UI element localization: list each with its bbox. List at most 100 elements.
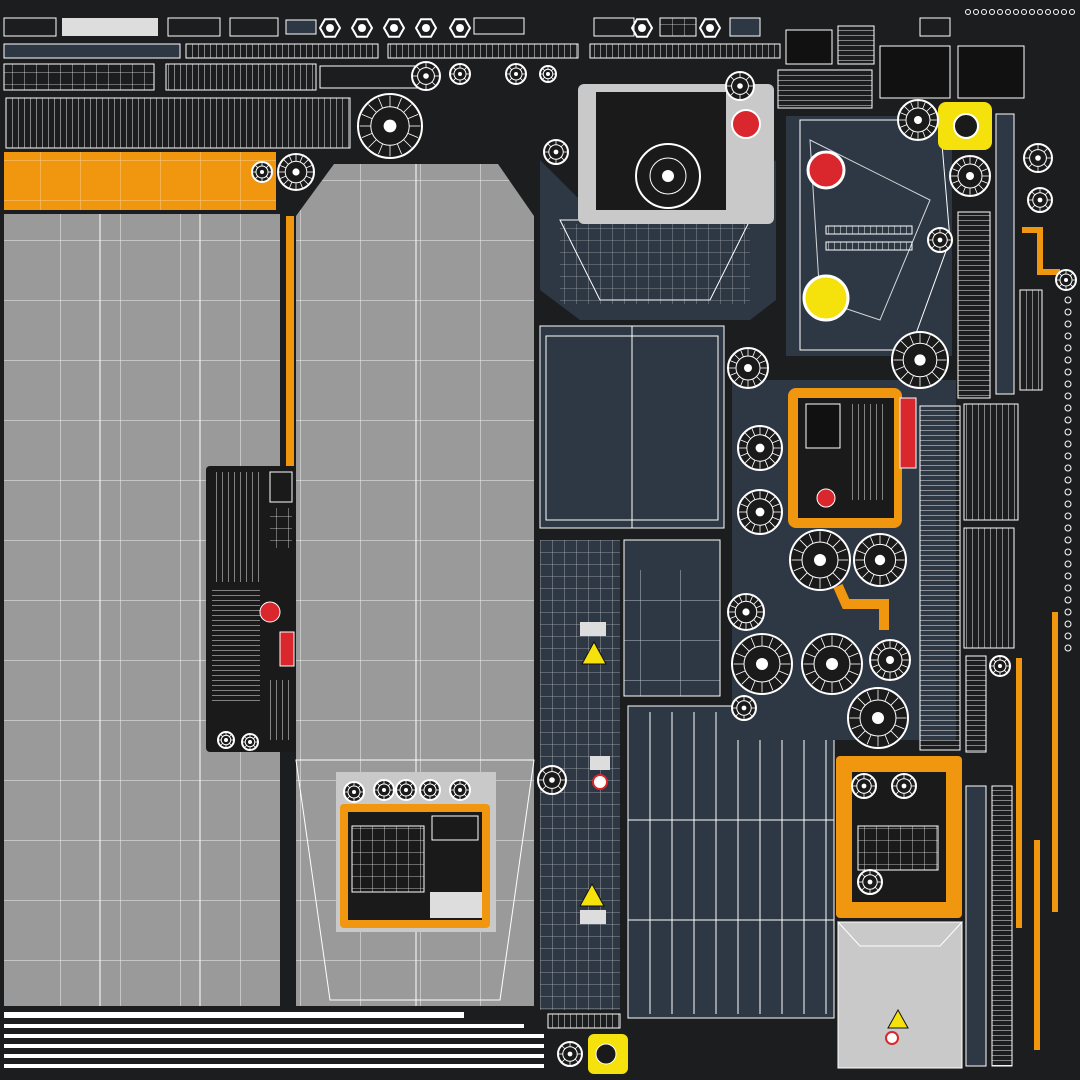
gear-icon	[874, 873, 879, 878]
gear-icon	[962, 158, 966, 166]
gear-icon	[952, 168, 960, 172]
gear-icon	[931, 371, 940, 380]
gear-icon	[730, 615, 737, 619]
gear-icon	[861, 886, 866, 891]
gear-icon	[838, 680, 844, 691]
bolt-icon	[1064, 512, 1072, 520]
bolt-icon	[1037, 9, 1043, 15]
gear-icon	[1043, 163, 1048, 168]
gear-icon	[733, 619, 739, 625]
bolt-icon	[1064, 632, 1072, 640]
gear-icon	[560, 156, 565, 161]
gear-icon	[857, 565, 866, 570]
gear-icon	[740, 516, 748, 521]
bolt-icon	[448, 18, 472, 38]
gear-icon	[265, 175, 269, 179]
gear-icon	[547, 156, 552, 161]
gear-icon	[737, 83, 743, 89]
gear-icon	[774, 643, 783, 652]
bolt-icon	[1064, 536, 1072, 544]
gear-icon	[900, 652, 908, 656]
gear-icon	[935, 366, 945, 371]
gear-icon	[900, 340, 909, 349]
gear-icon	[764, 428, 769, 436]
gear-icon	[885, 537, 890, 546]
bolt-icon	[1064, 344, 1072, 352]
bolt-icon	[1064, 560, 1072, 568]
gear-icon	[764, 460, 769, 468]
gear-icon	[769, 457, 776, 464]
gear-icon	[403, 139, 412, 148]
gear-icon	[868, 777, 873, 782]
gear-icon	[826, 658, 838, 670]
gear-icon	[753, 619, 759, 625]
gear-icon	[755, 443, 765, 453]
gear-icon	[895, 349, 905, 354]
gear-icon	[885, 574, 890, 583]
bolt-icon	[1064, 644, 1072, 652]
bolt-icon	[1013, 9, 1019, 15]
gear-icon	[377, 783, 381, 787]
bolt-icon	[1064, 392, 1072, 400]
bolt-icon	[1064, 464, 1072, 472]
gear-icon	[305, 165, 312, 169]
gear-icon	[509, 67, 513, 71]
gear-icon	[352, 790, 356, 794]
gear-icon	[838, 637, 844, 648]
gear-icon	[826, 533, 832, 544]
gear-icon	[890, 730, 899, 739]
gear-icon	[542, 785, 547, 790]
gear-icon	[748, 699, 753, 704]
bolt-icon	[326, 24, 334, 32]
gear-icon	[952, 180, 960, 184]
upper-mechanism-block	[578, 84, 774, 224]
gear-icon	[756, 354, 762, 360]
gear-icon	[993, 659, 997, 663]
gear-icon	[404, 788, 408, 792]
bolt-icon	[390, 24, 398, 32]
gear-icon	[229, 743, 232, 746]
bolt-icon	[1064, 596, 1072, 604]
gear-icon	[844, 676, 853, 685]
gear-icon	[1031, 204, 1036, 209]
bolt-icon	[973, 9, 979, 15]
gear-icon	[910, 130, 914, 138]
bolt-icon	[1064, 500, 1072, 508]
gear-icon	[561, 1045, 566, 1050]
gear-icon	[884, 691, 890, 702]
gear-icon	[894, 565, 903, 570]
gear-icon	[886, 656, 894, 664]
gear-icon	[735, 652, 746, 658]
gear-icon	[567, 1051, 573, 1057]
gear-icon	[399, 793, 403, 797]
gear-icon	[769, 432, 776, 439]
gear-icon	[861, 783, 867, 789]
gear-icon	[753, 599, 759, 605]
gear-icon	[748, 712, 753, 717]
gear-icon	[551, 68, 554, 71]
gear-icon	[755, 615, 762, 619]
gear-icon	[808, 533, 814, 544]
bolt-icon	[1064, 548, 1072, 556]
gear-icon	[347, 795, 351, 799]
gear-icon	[416, 66, 421, 71]
gear-icon	[857, 550, 866, 555]
gear-icon	[752, 378, 756, 386]
gear-icon	[910, 102, 914, 110]
gear-icon	[1069, 273, 1073, 277]
gear-icon	[361, 132, 373, 138]
gear-icon	[368, 104, 377, 113]
gear-icon	[387, 793, 391, 797]
gear-icon	[944, 244, 949, 249]
gear-icon	[255, 165, 259, 169]
gear-icon	[872, 664, 880, 668]
gear-icon	[458, 788, 462, 792]
bolt-icon	[706, 24, 714, 32]
gear-icon	[799, 539, 808, 548]
gear-icon	[980, 168, 988, 172]
gear-icon	[740, 439, 748, 444]
gear-icon	[769, 521, 776, 528]
gear-icon	[898, 668, 904, 674]
gear-icon	[922, 102, 926, 110]
gear-icon	[793, 548, 804, 554]
